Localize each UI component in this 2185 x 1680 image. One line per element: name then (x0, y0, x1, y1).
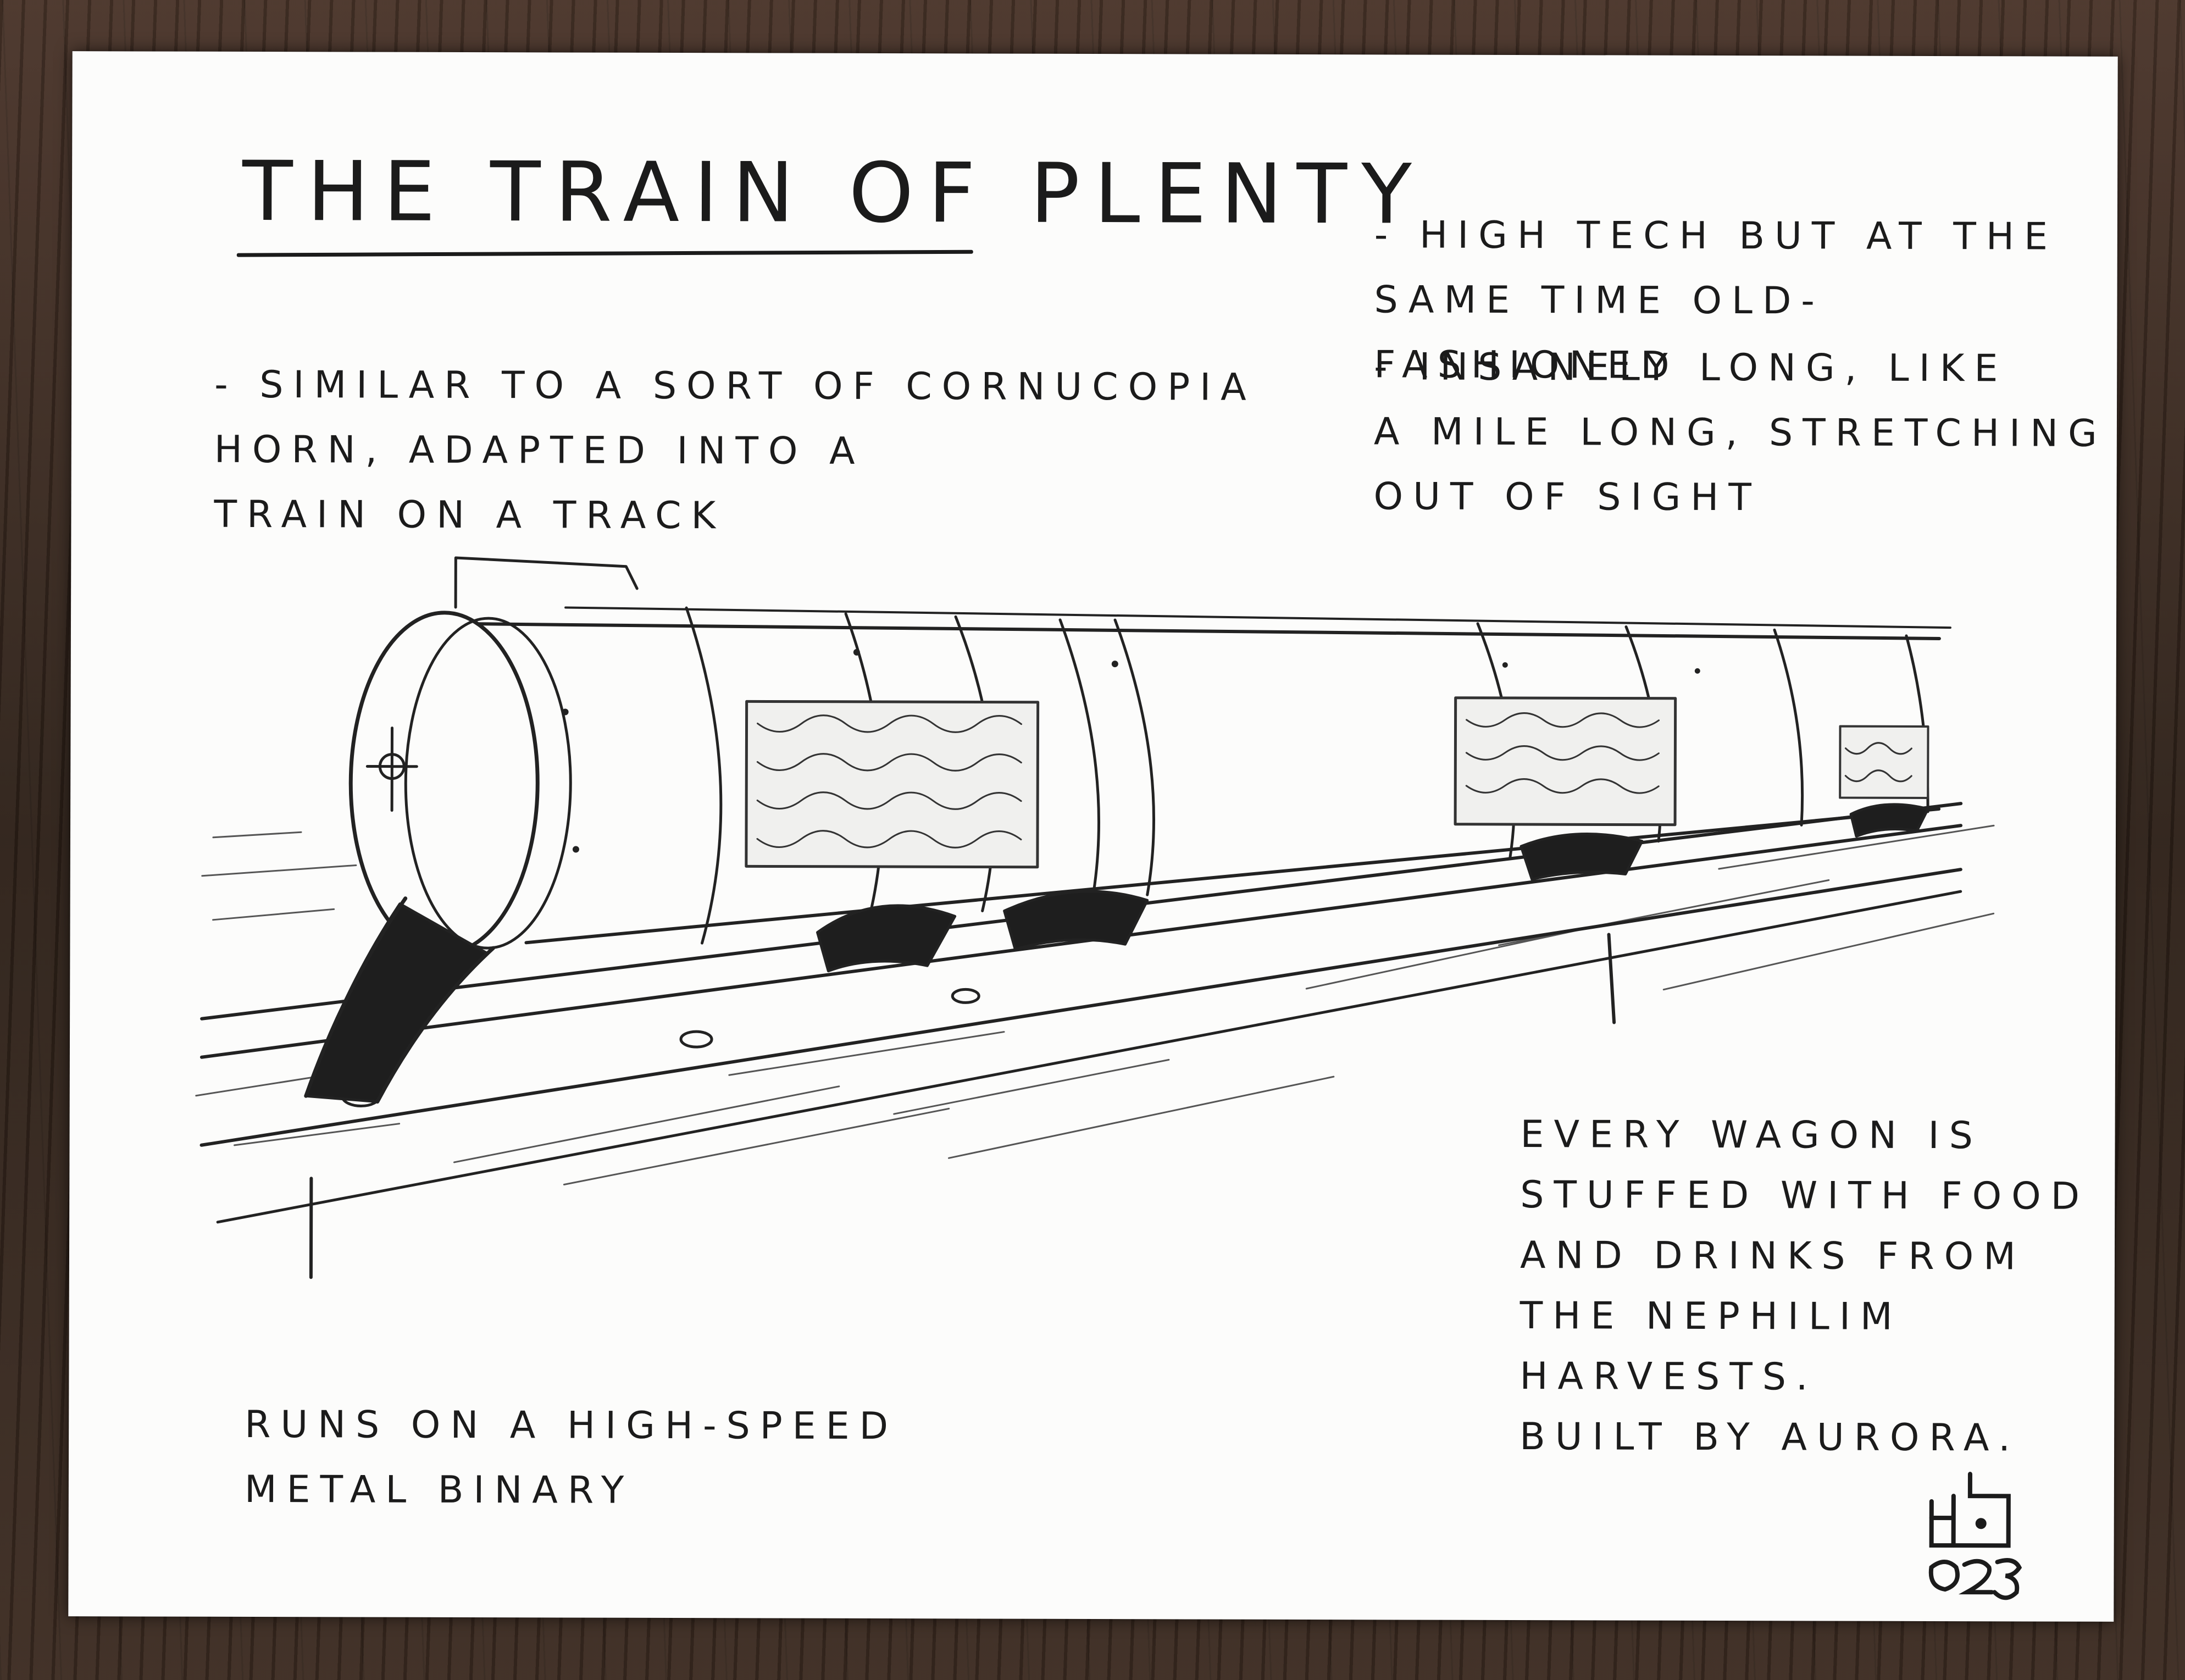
train-illustration (195, 556, 1995, 1279)
ground-hatching (195, 824, 1995, 1185)
rivets (562, 648, 1700, 853)
train-body (304, 556, 1951, 1104)
sketch-paper: THE TRAIN OF PLENTY - SIMILAR TO A SORT … (68, 51, 2118, 1622)
artist-signature-logo (1928, 1472, 2022, 1600)
food-window (745, 696, 1929, 869)
pointer-line-wagon (1607, 933, 1616, 1024)
